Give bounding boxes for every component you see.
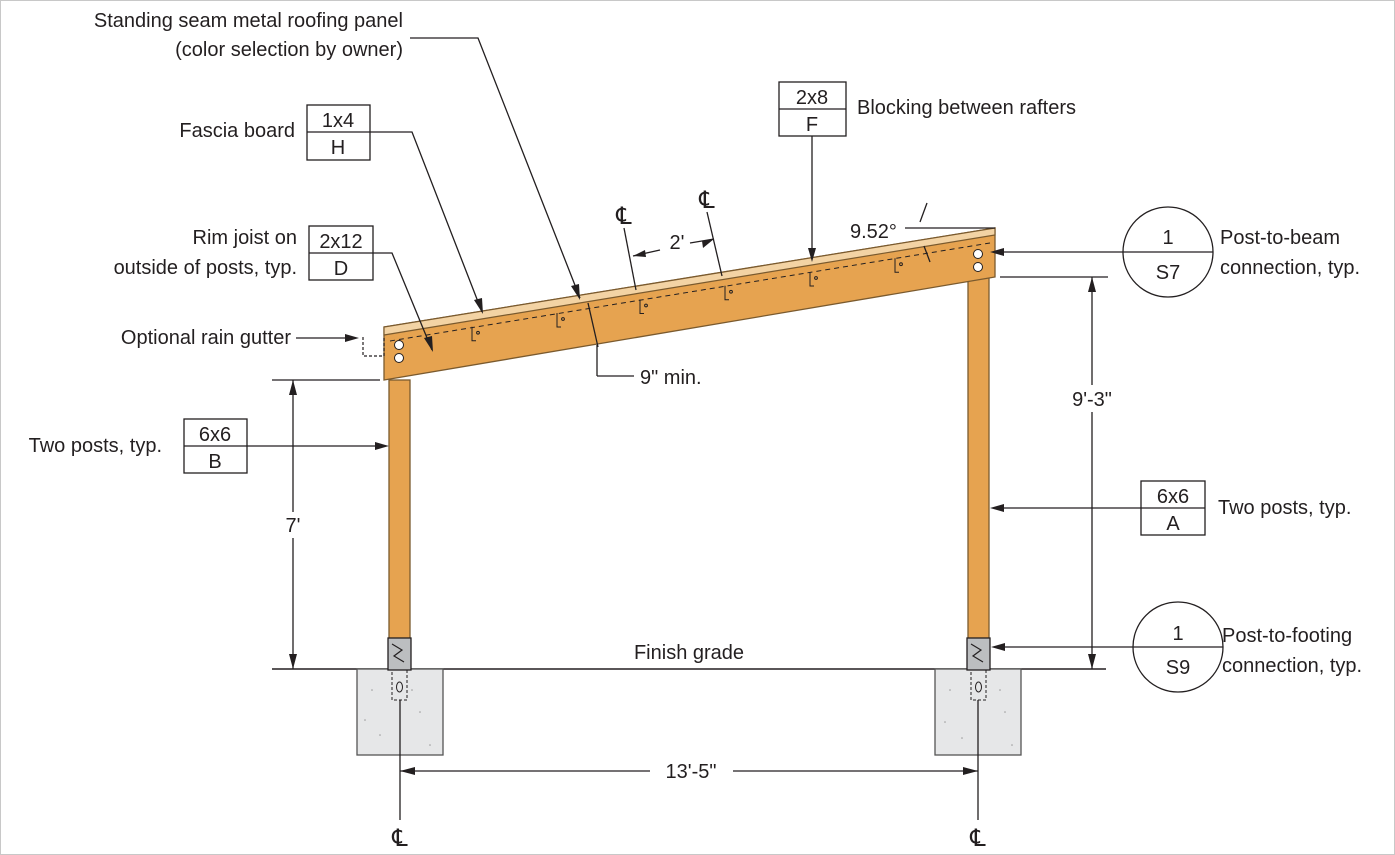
rim-bolts-left (394, 340, 404, 363)
footing-callout-leader (991, 643, 1133, 651)
rim-leader (373, 252, 433, 352)
hanger-nail (729, 289, 733, 294)
hanger-nail (561, 317, 565, 321)
beam-callout-label-line1: Post-to-beam (1220, 227, 1340, 249)
fascia-label: Fascia board (179, 120, 295, 142)
rim-label-line1: Rim joist on (193, 227, 297, 249)
footing-callout-circle (1132, 601, 1224, 693)
hanger-nail (814, 276, 818, 280)
gutter-leader (296, 334, 359, 342)
rafter-hanger (809, 271, 814, 287)
beam-callout-label-line2: connection, typ. (1220, 257, 1360, 279)
left-post-leader (247, 442, 389, 450)
right-post-tag (1140, 480, 1206, 536)
rafter-hanger (556, 312, 561, 328)
finish-grade-label: Finish grade (634, 642, 744, 664)
span-label: 13'-5" (666, 761, 717, 783)
spacing-label: 2' (670, 232, 685, 254)
rafter-hanger (639, 299, 644, 315)
left-post-tag (183, 418, 248, 474)
left-height-label: 7' (286, 515, 301, 537)
footing-callout-sheet: S9 (1166, 657, 1190, 679)
left-post (388, 379, 411, 641)
right-post (967, 276, 990, 641)
rain-gutter (362, 337, 385, 357)
rim-tag-size: 2x12 (319, 231, 362, 253)
angle-label: 9.52° (850, 221, 897, 243)
rim-tag (308, 225, 374, 281)
roofing-label-line1: Standing seam metal roofing panel (94, 10, 403, 32)
right-height-dimension (1000, 276, 1108, 669)
left-post-tag-key: B (208, 451, 221, 473)
blocking-tag (778, 81, 847, 137)
footing-callout-number: 1 (1172, 623, 1183, 645)
right-post-leader (990, 504, 1141, 512)
rafter-hanger (471, 326, 476, 342)
centerline-right-icon: ℄ (969, 824, 986, 852)
spacing-dimension (623, 211, 723, 291)
depth-dimension (587, 302, 634, 377)
hanger-nail (476, 330, 480, 335)
rim-label-line2: outside of posts, typ. (114, 257, 297, 279)
depth-label: 9" min. (640, 367, 702, 389)
hanger-nail (899, 262, 903, 267)
gutter-label: Optional rain gutter (121, 327, 291, 349)
fascia-tag (306, 104, 371, 161)
footing-callout-label-line1: Post-to-footing (1222, 625, 1352, 647)
beam-callout-leader (990, 248, 1123, 256)
rafter-hanger (724, 285, 729, 301)
beam-callout-sheet: S7 (1156, 262, 1180, 284)
roofing-leader (410, 37, 581, 300)
rafter-hidden-line (389, 242, 991, 342)
blocking-leader (808, 136, 816, 262)
rim-joist (383, 227, 996, 381)
right-posts-label: Two posts, typ. (1218, 497, 1351, 519)
blocking-tag-key: F (806, 114, 818, 136)
rafter-hanger (894, 258, 899, 273)
roofing-label-line2: (color selection by owner) (175, 39, 403, 61)
centerline-left-icon: ℄ (391, 824, 408, 852)
blocking-tag-size: 2x8 (796, 87, 828, 109)
fascia-leader (370, 131, 483, 314)
roofing-panel (383, 227, 996, 336)
right-post-tag-size: 6x6 (1157, 486, 1189, 508)
rim-bolts-right (973, 249, 983, 272)
fascia-tag-key: H (331, 137, 345, 159)
right-height-label: 9'-3" (1072, 389, 1112, 411)
right-post-tag-key: A (1166, 513, 1180, 535)
blocking-label: Blocking between rafters (857, 97, 1076, 119)
fascia-tag-size: 1x4 (322, 110, 354, 132)
footing-speckles (364, 689, 1013, 746)
beam-callout-number: 1 (1162, 227, 1173, 249)
left-posts-label: Two posts, typ. (29, 435, 162, 457)
rafter-hangers (471, 258, 903, 342)
hanger-nail (644, 303, 648, 308)
rim-tag-key: D (334, 258, 348, 280)
angle-dimension (905, 202, 995, 263)
centerline-rafter-2-icon: ℄ (698, 186, 715, 214)
left-post-tag-size: 6x6 (199, 424, 231, 446)
left-post-base (387, 637, 412, 701)
centerline-rafter-1-icon: ℄ (615, 202, 632, 230)
span-dimension (399, 700, 979, 820)
footing-callout-label-line2: connection, typ. (1222, 655, 1362, 677)
